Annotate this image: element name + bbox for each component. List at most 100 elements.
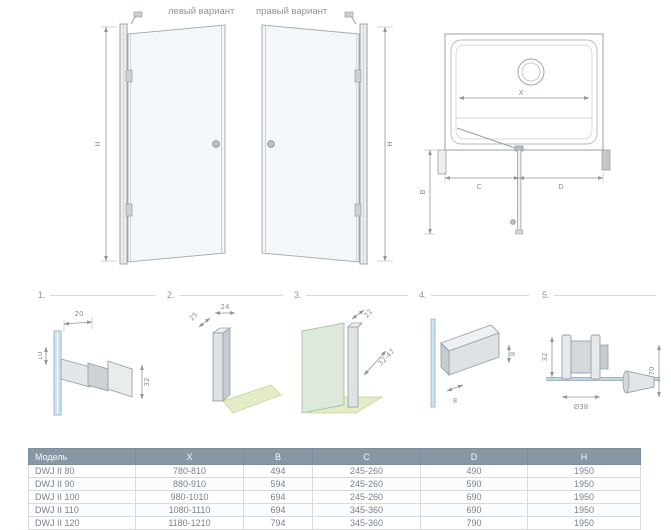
door-elevation-drawing: H H xyxy=(94,11,394,265)
door-knob xyxy=(212,140,220,148)
cell-c: 245-260 xyxy=(312,490,421,504)
hinge-upper xyxy=(354,69,362,83)
cell-d: 590 xyxy=(420,477,528,491)
glass-panel xyxy=(127,24,226,263)
dim-label: 25 xyxy=(188,311,200,323)
tray-inner xyxy=(450,39,598,145)
cell-b: 694 xyxy=(243,503,313,517)
open-door-plan xyxy=(456,127,524,235)
dim-line xyxy=(363,350,387,376)
cell-b: 694 xyxy=(243,490,313,504)
plan-view-drawing: X C D B xyxy=(419,33,611,235)
knob-barrel xyxy=(570,340,592,374)
detail-number: 1. xyxy=(38,290,46,300)
bar-front-face xyxy=(448,332,500,376)
knob-flange xyxy=(561,334,572,380)
profile-front-face xyxy=(212,332,224,402)
door-end-cap xyxy=(515,229,523,235)
door-swing-line xyxy=(456,127,516,149)
detail-2: 2. 25 24 xyxy=(167,289,291,433)
detail-2-head: 2. xyxy=(167,289,291,301)
detail-3-head: 3. xyxy=(294,289,416,301)
dim-line xyxy=(351,309,365,320)
table-row: DWJ II 90 880-910 594 245-260 590 1950 xyxy=(28,477,641,491)
glass-panel xyxy=(261,24,360,263)
cell-d: 790 xyxy=(420,516,528,530)
cell-h: 1950 xyxy=(527,477,641,491)
header-c: C xyxy=(312,448,421,465)
header-d: D xyxy=(420,448,528,465)
profile-front-face xyxy=(347,326,359,408)
detail-1-head: 1. xyxy=(38,289,164,301)
dim-label-x: X xyxy=(519,89,524,97)
hinge-upper xyxy=(125,69,133,83)
right-variant-label: правый вариант xyxy=(256,6,328,17)
cell-c: 245-260 xyxy=(312,464,421,478)
knob-stem xyxy=(599,344,609,370)
plan-dimensions: C D B xyxy=(419,149,604,235)
glass-edge xyxy=(430,318,436,408)
dim-label: 24 xyxy=(221,303,230,311)
glass-pane xyxy=(301,322,345,414)
detail-number: 4. xyxy=(419,290,427,300)
table-row: DWJ II 100 980-1010 694 245-260 690 1950 xyxy=(28,490,641,504)
table-row: DWJ II 110 1080-1110 694 345-360 690 195… xyxy=(28,503,641,517)
detail-1: 1. 20 10 32 xyxy=(38,289,164,433)
wall-section-left xyxy=(437,149,447,175)
cell-x: 980-1010 xyxy=(135,490,244,504)
cell-x: 1080-1110 xyxy=(135,503,244,517)
dim-label: 32 xyxy=(143,378,151,387)
header-h: H xyxy=(527,448,641,465)
cell-b: 794 xyxy=(243,516,313,530)
cell-c: 345-360 xyxy=(312,503,421,517)
dim-label: 32-47 xyxy=(377,348,397,368)
cell-b: 594 xyxy=(243,477,313,491)
drain-circle-inner xyxy=(521,62,541,82)
shower-tray: X xyxy=(444,33,604,151)
cell-h: 1950 xyxy=(527,516,641,530)
dim-label: 70 xyxy=(648,367,656,376)
detail-1-drawing: 20 10 32 xyxy=(38,310,151,416)
cell-h: 1950 xyxy=(527,490,641,504)
cell-h: 1950 xyxy=(527,503,641,517)
detail-number: 5. xyxy=(542,290,550,300)
cell-model: DWJ II 90 xyxy=(28,477,136,491)
table-header-row: Модель X B C D H xyxy=(28,448,641,465)
left-variant-label: левый вариант xyxy=(168,6,235,17)
cell-model: DWJ II 100 xyxy=(28,490,136,504)
detail-4-head: 4. xyxy=(419,289,537,301)
left-door: H xyxy=(94,11,226,265)
detail-5-head: 5. xyxy=(542,289,664,301)
cell-x: 880-910 xyxy=(135,477,244,491)
detail-number: 3. xyxy=(294,290,302,300)
hinge-body xyxy=(87,362,109,392)
hinge-lower xyxy=(354,203,362,217)
cell-c: 245-260 xyxy=(312,477,421,491)
dim-label-h: H xyxy=(94,141,102,146)
door-knob xyxy=(510,219,516,225)
door-knob xyxy=(267,140,275,148)
header-x: X xyxy=(135,448,244,465)
top-hinge xyxy=(344,11,354,18)
door-leaf xyxy=(517,149,522,231)
dim-label: 10 xyxy=(38,352,44,361)
profile-side-face xyxy=(222,327,231,402)
dim-line xyxy=(63,320,93,326)
cell-h: 1950 xyxy=(527,464,641,478)
dim-label: 8 xyxy=(509,352,517,356)
cell-model: DWJ II 120 xyxy=(28,516,136,530)
knob-flange xyxy=(590,334,601,380)
top-hinge xyxy=(133,11,143,18)
leader-line xyxy=(49,294,156,296)
cell-model: DWJ II 110 xyxy=(28,503,136,517)
hinge-arm xyxy=(60,358,91,388)
detail-3: 3. 22 32-47 xyxy=(294,289,416,433)
dim-label-h: H xyxy=(386,141,394,146)
dim-label: 22 xyxy=(363,308,375,320)
dim-line xyxy=(198,317,211,328)
floor-plane xyxy=(222,384,282,414)
hinge-lower xyxy=(125,203,133,217)
header-model: Модель xyxy=(28,448,136,465)
detail-5-drawing: 32 Ø38 70 xyxy=(542,334,661,411)
